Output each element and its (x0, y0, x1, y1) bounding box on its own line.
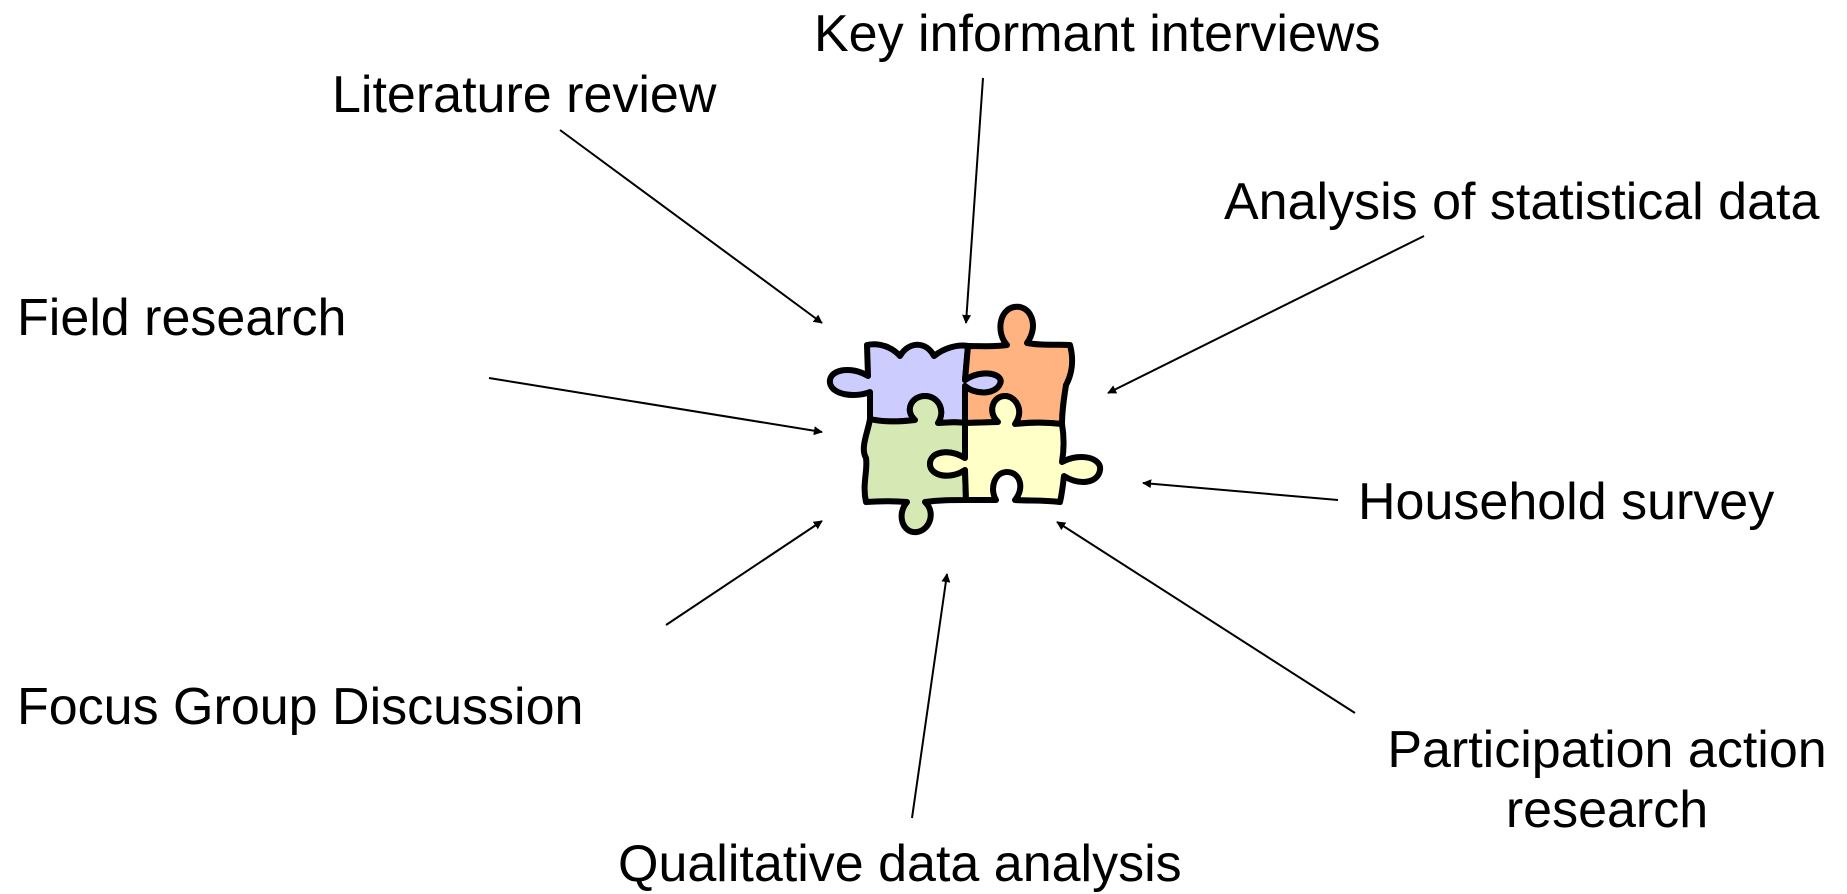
label-participation-line-2: research (1505, 781, 1709, 839)
label-analysis-of-statistical-data: Analysis of statistical data (1224, 173, 1820, 231)
arrow-field-research (488, 377, 823, 436)
arrow-focus-group (665, 520, 823, 626)
label-literature-review: Literature review (332, 66, 717, 124)
label-focus-group-discussion: Focus Group Discussion (17, 678, 584, 736)
arrow-household-survey (1142, 479, 1339, 501)
label-key-informant-interviews: Key informant interviews (814, 5, 1381, 63)
arrow-key-informant (962, 77, 984, 324)
arrow-qualitative (911, 573, 951, 819)
puzzle-piece-top-right (962, 303, 1076, 427)
label-participation-line-1: Participation action (1387, 721, 1827, 779)
puzzle-piece-bottom-right (927, 393, 1103, 505)
arrow-literature-review (559, 129, 823, 324)
label-participation-action-research: Participation action research (1372, 720, 1842, 840)
label-household-survey: Household survey (1358, 473, 1775, 531)
puzzle-icon (827, 303, 1103, 536)
label-qualitative-data-analysis: Qualitative data analysis (618, 835, 1182, 893)
label-field-research: Field research (17, 289, 347, 347)
arrow-statistical-data (1107, 235, 1425, 394)
arrow-participation (1056, 521, 1356, 714)
